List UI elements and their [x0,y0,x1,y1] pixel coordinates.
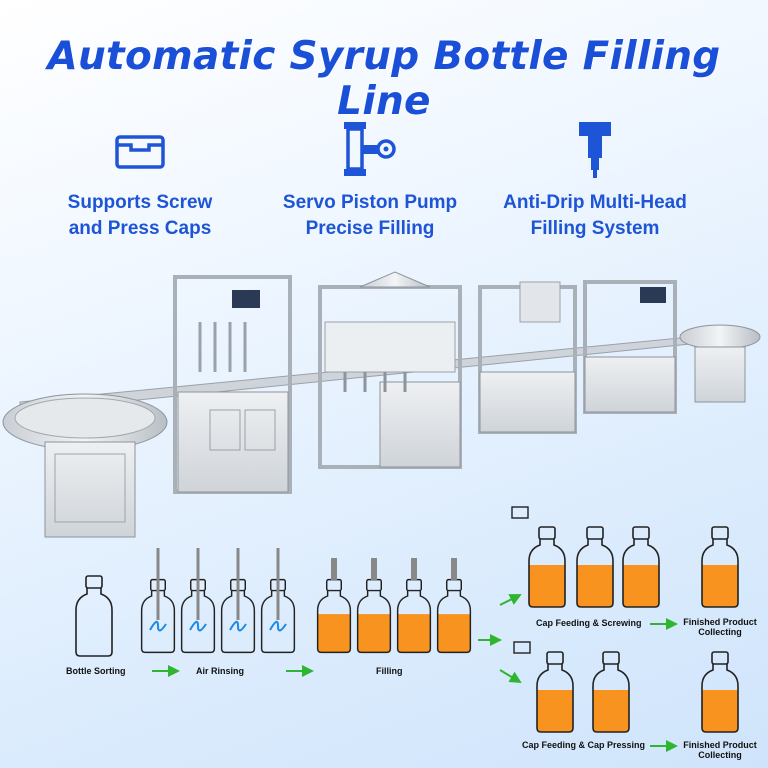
step-label-finished-top: Finished Product Collecting [683,617,757,637]
feature-label-line1: Supports Screw [67,192,213,213]
screw-cap-bottles [511,506,739,608]
feature-screw-press-caps: Supports Screw and Press Caps [30,118,250,242]
empty-bottle [75,575,113,657]
cap-box-icon [30,118,250,180]
feature-servo-piston: Servo Piston Pump Precise Filling [260,118,480,242]
feature-label-line2: and Press Caps [68,218,212,239]
feature-label-line1: Anti-Drip Multi-Head [503,192,687,213]
capping-machine-2 [583,280,677,414]
filling-line-machinery [2,271,761,538]
capping-machine-1 [478,281,577,434]
feature-label-line2: Filling System [530,218,660,239]
rinsing-bottles [140,548,296,654]
feature-anti-drip: Anti-Drip Multi-Head Filling System [485,118,705,242]
press-cap-bottles [513,641,739,733]
step-label-cap-screw: Cap Feeding & Screwing [536,618,642,628]
step-label-rinsing: Air Rinsing [196,666,245,676]
step-label-cap-press: Cap Feeding & Cap Pressing [522,740,646,750]
step-label-filling: Filling [376,666,403,676]
filling-nozzle-icon [485,118,705,180]
piston-filling-machine [318,271,462,469]
page-title: Automatic Syrup Bottle Filling Line [47,34,721,124]
feature-label-line1: Servo Piston Pump [282,192,458,213]
air-rinsing-machine [173,275,292,494]
flow-arrows [152,594,678,752]
step-label-sorting: Bottle Sorting [66,666,126,676]
filling-bottles [316,558,472,654]
feature-label-line2: Precise Filling [305,218,435,239]
step-label-finished-bottom: Finished Product Collecting [683,740,757,760]
collecting-table [679,324,761,403]
piston-pump-icon [260,118,480,180]
rotary-sorting-table [2,393,168,538]
